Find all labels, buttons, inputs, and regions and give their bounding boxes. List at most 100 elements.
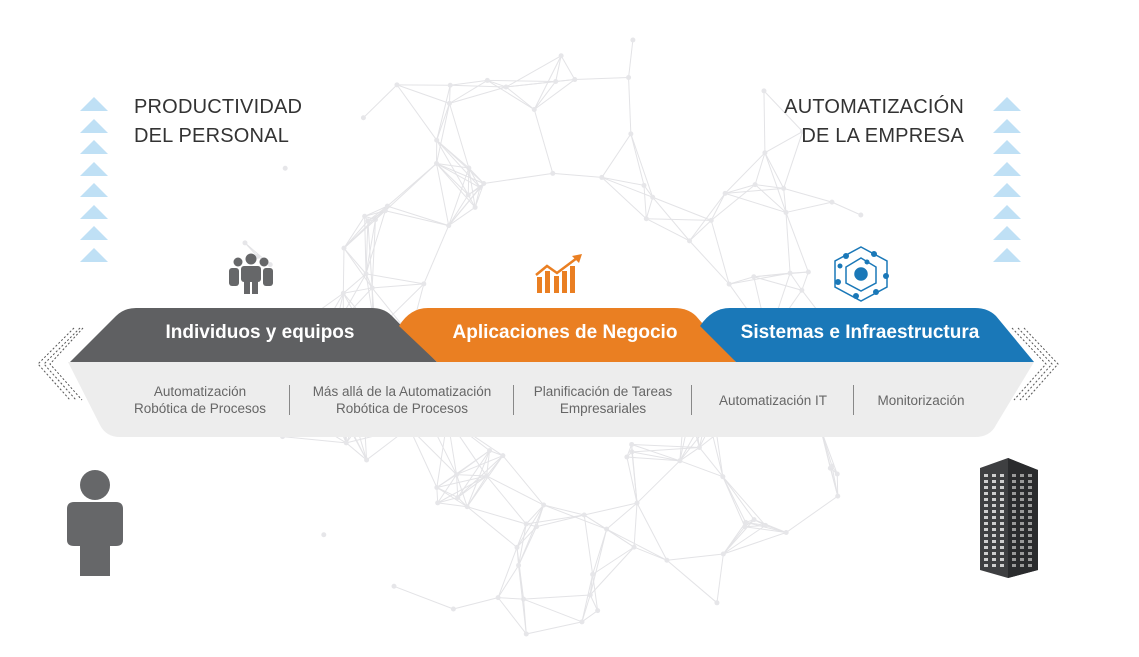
network-node xyxy=(696,444,702,450)
network-line xyxy=(423,225,450,285)
network-line xyxy=(666,553,724,561)
network-node xyxy=(643,216,649,222)
network-line xyxy=(679,460,724,478)
building-window xyxy=(992,522,996,525)
network-line xyxy=(497,597,527,635)
network-line xyxy=(244,242,258,257)
network-node xyxy=(360,115,366,121)
network-node xyxy=(321,532,327,538)
network-line xyxy=(581,610,598,623)
network-line xyxy=(589,594,599,611)
network-line xyxy=(744,524,766,528)
building-window xyxy=(1028,522,1032,525)
building-window xyxy=(1020,564,1024,567)
network-line xyxy=(755,184,784,189)
network-line xyxy=(396,84,450,104)
network-line xyxy=(343,273,367,294)
network-hexagon-icon xyxy=(834,246,889,302)
up-triangle-icon xyxy=(80,118,108,133)
network-line xyxy=(589,574,594,596)
building-window xyxy=(984,492,988,495)
network-node xyxy=(434,161,440,167)
network-line xyxy=(633,546,668,561)
network-line xyxy=(448,194,469,226)
tab-aplicaciones xyxy=(399,308,736,362)
network-line xyxy=(606,528,668,561)
network-line xyxy=(516,504,545,548)
network-line xyxy=(606,502,638,530)
building-window xyxy=(984,498,988,501)
item-it-automation[interactable]: Automatización IT xyxy=(694,380,852,420)
network-line xyxy=(372,283,424,289)
up-triangle-icon xyxy=(993,97,1021,111)
building-window xyxy=(984,540,988,543)
network-node xyxy=(752,182,758,188)
building-window xyxy=(1012,492,1016,495)
item-beyond-rpa-line1: Más allá de la Automatización xyxy=(312,384,492,399)
network-line xyxy=(722,476,747,523)
network-line xyxy=(724,192,787,213)
tab-label-sistemas[interactable]: Sistemas e Infraestructura xyxy=(740,322,980,343)
network-line xyxy=(646,218,712,221)
network-line xyxy=(645,197,654,219)
network-line xyxy=(456,450,490,475)
building-window xyxy=(984,480,988,483)
tab-label-individuos[interactable]: Individuos y equipos xyxy=(165,322,355,343)
network-node xyxy=(435,500,441,506)
network-line xyxy=(487,79,535,110)
building-window xyxy=(992,540,996,543)
tab-label-aplicaciones[interactable]: Aplicaciones de Negocio xyxy=(452,322,678,343)
network-node xyxy=(523,521,529,527)
building-window xyxy=(992,528,996,531)
network-line xyxy=(505,55,562,88)
right-chevrons xyxy=(1011,327,1059,401)
network-line xyxy=(365,220,369,274)
network-node xyxy=(500,453,506,459)
up-triangle-icon xyxy=(993,247,1021,262)
building-window xyxy=(1020,498,1024,501)
network-line xyxy=(483,172,553,184)
network-line xyxy=(643,185,647,219)
network-node xyxy=(450,606,456,612)
building-window xyxy=(1028,528,1032,531)
network-line xyxy=(716,553,724,603)
up-triangle-icon xyxy=(80,140,108,154)
network-line xyxy=(555,55,562,82)
network-node xyxy=(341,245,347,251)
network-node xyxy=(834,471,840,477)
network-line xyxy=(646,218,690,242)
right-heading: AUTOMATIZACIÓN DE LA EMPRESA xyxy=(784,93,964,151)
person-icon xyxy=(67,470,123,576)
network-node xyxy=(267,262,273,268)
building-window xyxy=(1000,474,1004,477)
network-node xyxy=(641,182,647,188)
network-line xyxy=(783,188,787,213)
network-line xyxy=(785,212,809,273)
up-triangle-icon xyxy=(80,183,108,197)
network-line xyxy=(486,450,491,477)
network-line xyxy=(408,427,438,488)
building-window xyxy=(992,534,996,537)
up-triangle-icon xyxy=(993,183,1021,197)
building-window xyxy=(984,504,988,507)
building-window xyxy=(1000,480,1004,483)
item-monitoring[interactable]: Monitorización xyxy=(856,380,986,420)
network-line xyxy=(801,271,809,291)
building-window xyxy=(992,552,996,555)
network-line xyxy=(710,184,756,221)
network-line xyxy=(457,450,490,498)
network-node xyxy=(464,504,470,510)
building-window xyxy=(1012,516,1016,519)
building-window xyxy=(984,546,988,549)
network-line xyxy=(689,219,712,242)
network-line xyxy=(436,103,450,164)
network-node xyxy=(553,78,559,84)
network-line xyxy=(763,90,803,132)
network-line xyxy=(364,210,386,217)
network-line xyxy=(456,474,459,498)
network-line xyxy=(502,455,545,506)
